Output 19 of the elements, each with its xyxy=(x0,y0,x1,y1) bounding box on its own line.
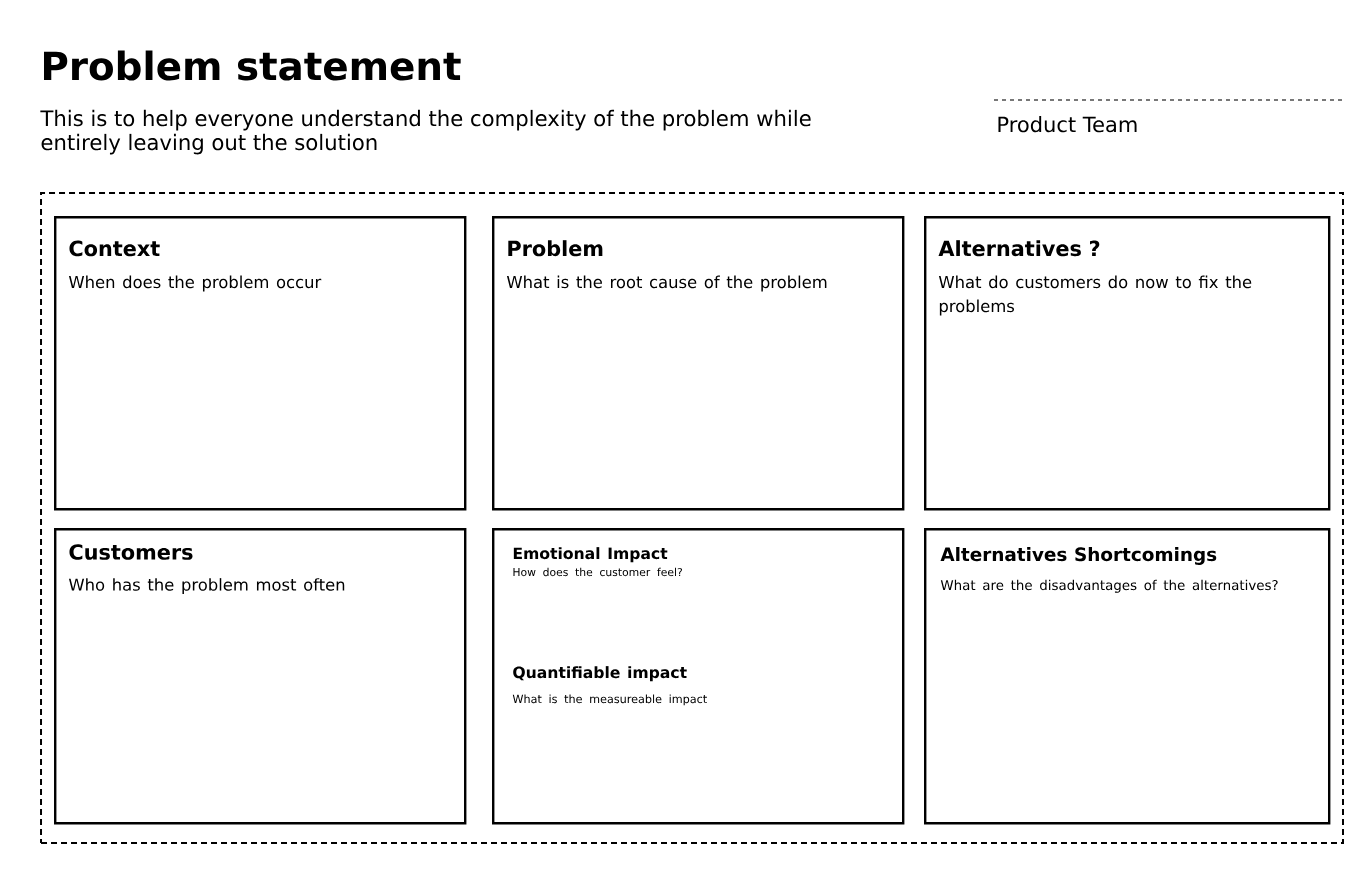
canvas-box xyxy=(492,528,905,825)
box-heading: Alternatives ? xyxy=(938,240,1100,257)
prompt-text: What do customers do now to fix the problems xyxy=(938,275,1252,316)
canvas-box xyxy=(492,216,905,511)
field-label: Product Team xyxy=(998,116,1137,133)
dashed-frame xyxy=(40,192,1344,844)
prompt-text: Who has the problem most often xyxy=(68,578,345,594)
canvas-box xyxy=(924,528,1331,825)
subtitle: This is to help everyone understand the complexity of the problem while entirely leaving out the solution xyxy=(40,109,811,155)
prompt-text: When does the problem occur xyxy=(68,275,322,292)
title: Problem statement xyxy=(44,50,461,81)
canvas-box xyxy=(54,528,467,825)
box-heading: Alternatives Shortcomings xyxy=(940,547,1217,565)
box-heading: Problem xyxy=(508,240,603,257)
canvas-box xyxy=(924,216,1331,511)
box-heading: Customers xyxy=(69,544,193,560)
prompt-text: What is the root cause of the problem xyxy=(506,275,827,292)
box-heading: Context xyxy=(69,240,160,257)
canvas-box xyxy=(54,216,467,511)
